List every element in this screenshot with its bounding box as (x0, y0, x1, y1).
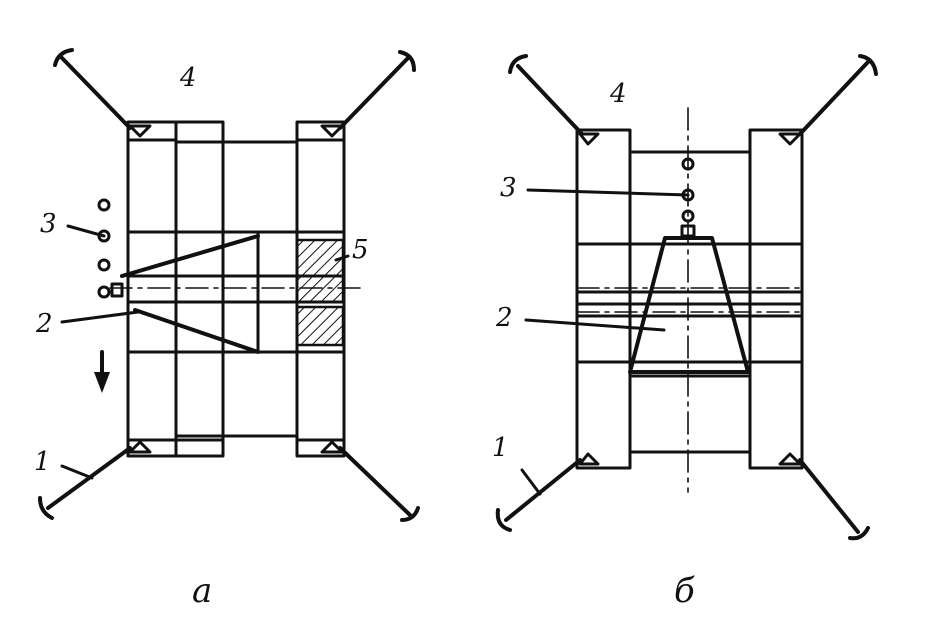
left-beam-b (575, 128, 632, 470)
label-4-b: 4 (609, 79, 627, 109)
label-4-a: 4 (179, 63, 197, 93)
sling-lines-b (495, 54, 878, 541)
right-beam-b (748, 128, 804, 470)
caption-a: а (192, 571, 212, 611)
label-2-b: 2 (495, 303, 513, 333)
sling-lines-a (38, 48, 420, 522)
chain-a (97, 198, 124, 299)
label-1-b: 1 (492, 433, 509, 463)
label-2-a: 2 (35, 309, 53, 339)
hatched-support-a (295, 238, 345, 347)
label-3-b: 3 (500, 173, 517, 203)
label-3-a: 3 (40, 209, 57, 239)
figure-a: 4 3 2 5 1 а (34, 48, 420, 611)
arrow-down-icon (94, 350, 110, 393)
cone-b (628, 107, 750, 493)
cross-members-b (575, 150, 804, 454)
left-beam-a (126, 120, 225, 458)
caption-b: б (674, 571, 695, 611)
label-5-a: 5 (352, 235, 369, 265)
label-1-a: 1 (34, 447, 51, 477)
figure-b: 4 3 2 1 б (492, 54, 878, 611)
